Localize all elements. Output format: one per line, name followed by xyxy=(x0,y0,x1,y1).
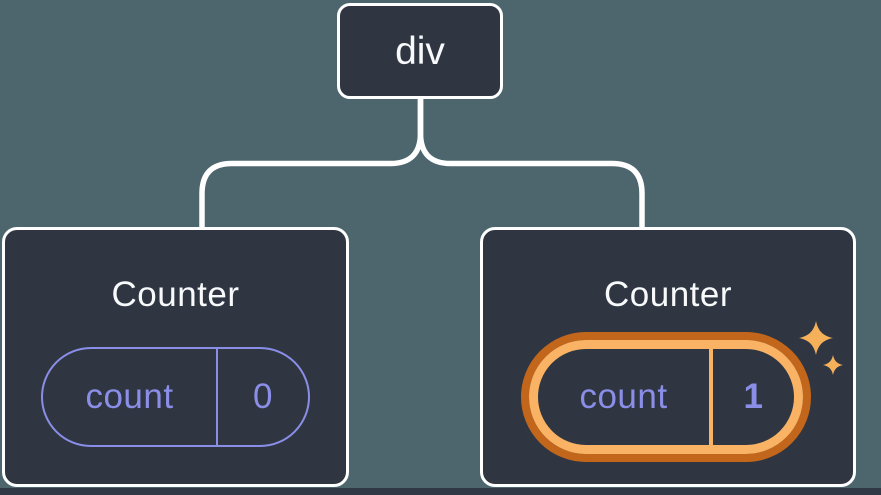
counter-right-title: Counter xyxy=(603,275,733,314)
state-key-label: count xyxy=(43,349,218,445)
sparkle-icon xyxy=(799,321,833,355)
state-value: 1 xyxy=(743,377,764,416)
counter-left-title: Counter xyxy=(111,275,240,314)
sparkle-icon xyxy=(823,355,843,375)
state-pill-right: count 1 xyxy=(529,340,803,454)
connector-right-branch xyxy=(417,99,645,229)
root-node-div: div xyxy=(337,3,503,99)
bottom-edge-strip xyxy=(0,488,881,495)
counter-node-right: Counter count 1 xyxy=(480,227,856,487)
connector-left-branch xyxy=(199,99,424,229)
state-key-label: count xyxy=(538,349,713,445)
state-pill-left: count 0 xyxy=(41,347,310,447)
state-pill-highlight-ring: count 1 xyxy=(521,332,811,462)
root-node-label: div xyxy=(395,29,445,73)
state-value: 0 xyxy=(253,377,273,416)
counter-node-left: Counter count 0 xyxy=(2,227,349,487)
